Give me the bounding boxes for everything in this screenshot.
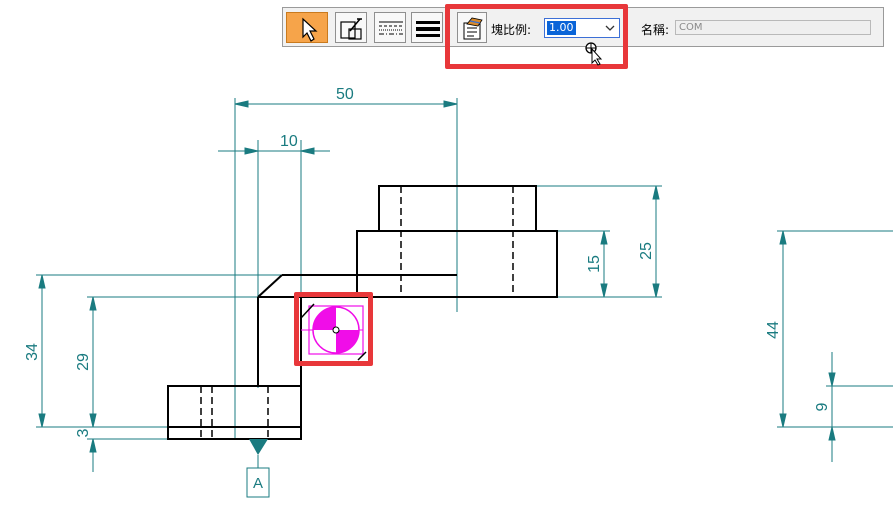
select-arrow-icon [302, 17, 318, 42]
chevron-down-icon[interactable] [604, 21, 616, 35]
dim-34: 34 [24, 343, 41, 361]
block-edit-icon [340, 18, 362, 40]
line-weight-button[interactable] [411, 12, 443, 43]
line-style-button[interactable] [374, 12, 406, 43]
command-bar: 塊比例: 1.00 名稱: COM [282, 7, 884, 47]
block-edit-button[interactable] [335, 12, 367, 43]
mouse-cursor-icon [585, 42, 603, 66]
scale-label: 塊比例: [491, 23, 532, 37]
block-properties-icon [463, 17, 483, 40]
center-of-mass-symbol-icon[interactable] [300, 303, 367, 361]
dim-25: 25 [638, 242, 655, 260]
select-button[interactable] [286, 12, 328, 43]
dim-9: 9 [814, 402, 831, 411]
dim-29: 29 [75, 353, 92, 371]
dim-15: 15 [586, 255, 603, 273]
line-style-icon [379, 21, 403, 35]
block-properties-button[interactable] [457, 12, 487, 43]
dimension-lines [36, 98, 893, 472]
dim-3: 3 [75, 428, 92, 437]
symbol-highlight-box [294, 292, 373, 366]
scale-value[interactable]: 1.00 [547, 21, 576, 35]
dimension-labels: 50 10 25 15 34 29 3 44 9 [24, 86, 831, 437]
part-outline[interactable] [167, 185, 558, 440]
datum-frame [246, 467, 270, 498]
datum-label: A [253, 475, 263, 492]
line-weight-icon [416, 21, 440, 37]
dim-50: 50 [336, 86, 354, 103]
datum-triangle-icon [249, 439, 268, 455]
scale-highlight-box [445, 4, 628, 69]
hidden-lines [200, 186, 514, 439]
name-label: 名稱: [641, 23, 670, 37]
dim-10: 10 [280, 133, 298, 150]
scale-select[interactable]: 1.00 [544, 18, 620, 38]
name-field[interactable]: COM [675, 20, 871, 35]
dim-44: 44 [765, 321, 782, 339]
